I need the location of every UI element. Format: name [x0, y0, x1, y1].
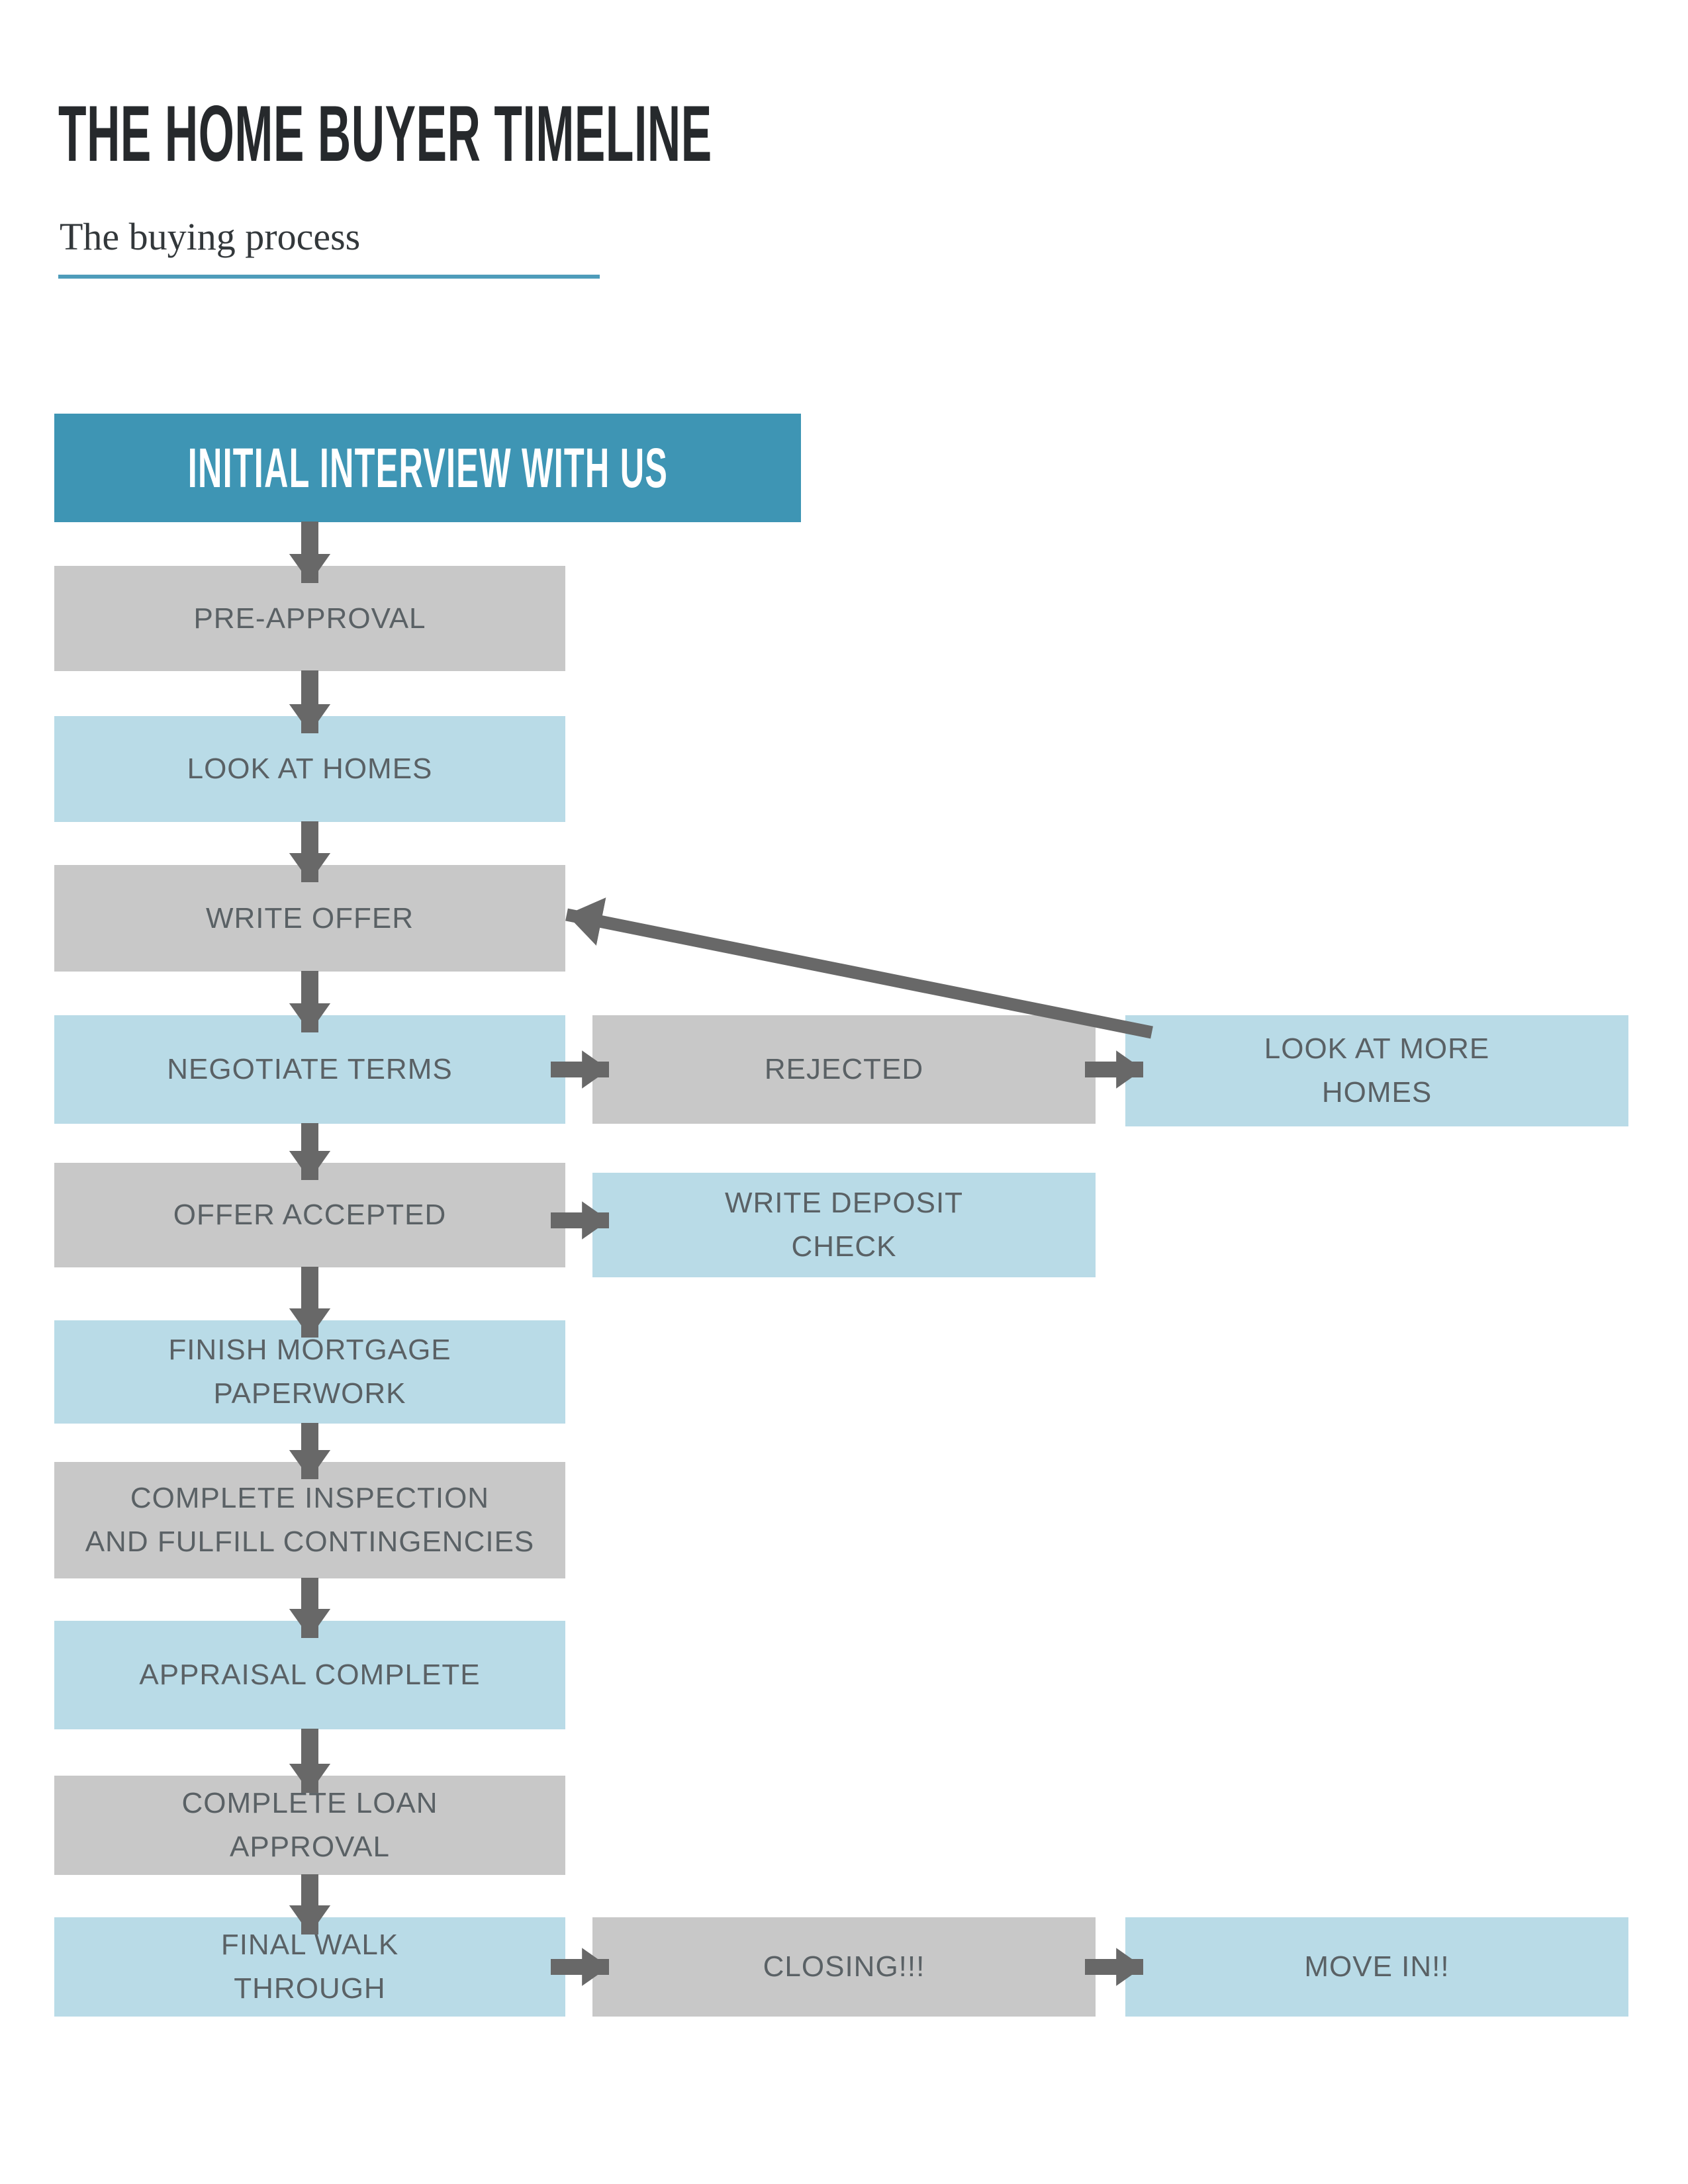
node-offer-accepted-label: OFFER ACCEPTED [173, 1199, 447, 1231]
node-negotiate-terms-label: NEGOTIATE TERMS [167, 1053, 453, 1085]
node-closing: CLOSING!!! [592, 1917, 1096, 2017]
node-move-in-label: MOVE IN!! [1304, 1950, 1450, 1983]
node-appraisal-complete-label: APPRAISAL COMPLETE [139, 1659, 481, 1691]
node-finish-mortgage-paperwork-label: FINISH MORTGAGE PAPERWORK [168, 1334, 451, 1410]
node-closing-label: CLOSING!!! [763, 1950, 925, 1983]
node-appraisal-complete: APPRAISAL COMPLETE [54, 1621, 565, 1729]
node-write-offer-label: WRITE OFFER [205, 901, 414, 934]
node-initial-interview: INITIAL INTERVIEW WITH US [54, 414, 801, 522]
node-complete-loan-approval: COMPLETE LOAN APPROVAL [54, 1776, 565, 1875]
node-move-in: MOVE IN!! [1125, 1917, 1628, 2017]
node-rejected-label: REJECTED [764, 1053, 924, 1085]
node-write-deposit-check-label: WRITE DEPOSIT CHECK [724, 1187, 964, 1263]
node-initial-interview-label: INITIAL INTERVIEW WITH US [187, 437, 668, 499]
node-look-at-homes: LOOK AT HOMES [54, 716, 565, 822]
node-pre-approval: PRE-APPROVAL [54, 566, 565, 671]
node-write-deposit-check: WRITE DEPOSIT CHECK [592, 1173, 1096, 1277]
subtitle-underline [58, 275, 600, 279]
arrow-look-at-more-homes-to-write-offer [565, 897, 1153, 1039]
node-write-offer: WRITE OFFER [54, 865, 565, 972]
page-subtitle: The buying process [60, 215, 361, 258]
node-look-at-more-homes: LOOK AT MORE HOMES [1125, 1015, 1628, 1126]
page-title: THE HOME BUYER TIMELINE [58, 89, 712, 178]
node-complete-inspection: COMPLETE INSPECTION AND FULFILL CONTINGE… [54, 1462, 565, 1578]
node-negotiate-terms: NEGOTIATE TERMS [54, 1015, 565, 1124]
node-look-at-homes-label: LOOK AT HOMES [187, 752, 433, 785]
node-pre-approval-label: PRE-APPROVAL [193, 602, 426, 635]
node-look-at-more-homes-label: LOOK AT MORE HOMES [1264, 1032, 1490, 1109]
node-complete-inspection-label: COMPLETE INSPECTION AND FULFILL CONTINGE… [85, 1482, 535, 1558]
node-final-walk-through-label: FINAL WALK THROUGH [220, 1929, 399, 2005]
node-offer-accepted: OFFER ACCEPTED [54, 1163, 565, 1267]
node-rejected: REJECTED [592, 1015, 1096, 1124]
